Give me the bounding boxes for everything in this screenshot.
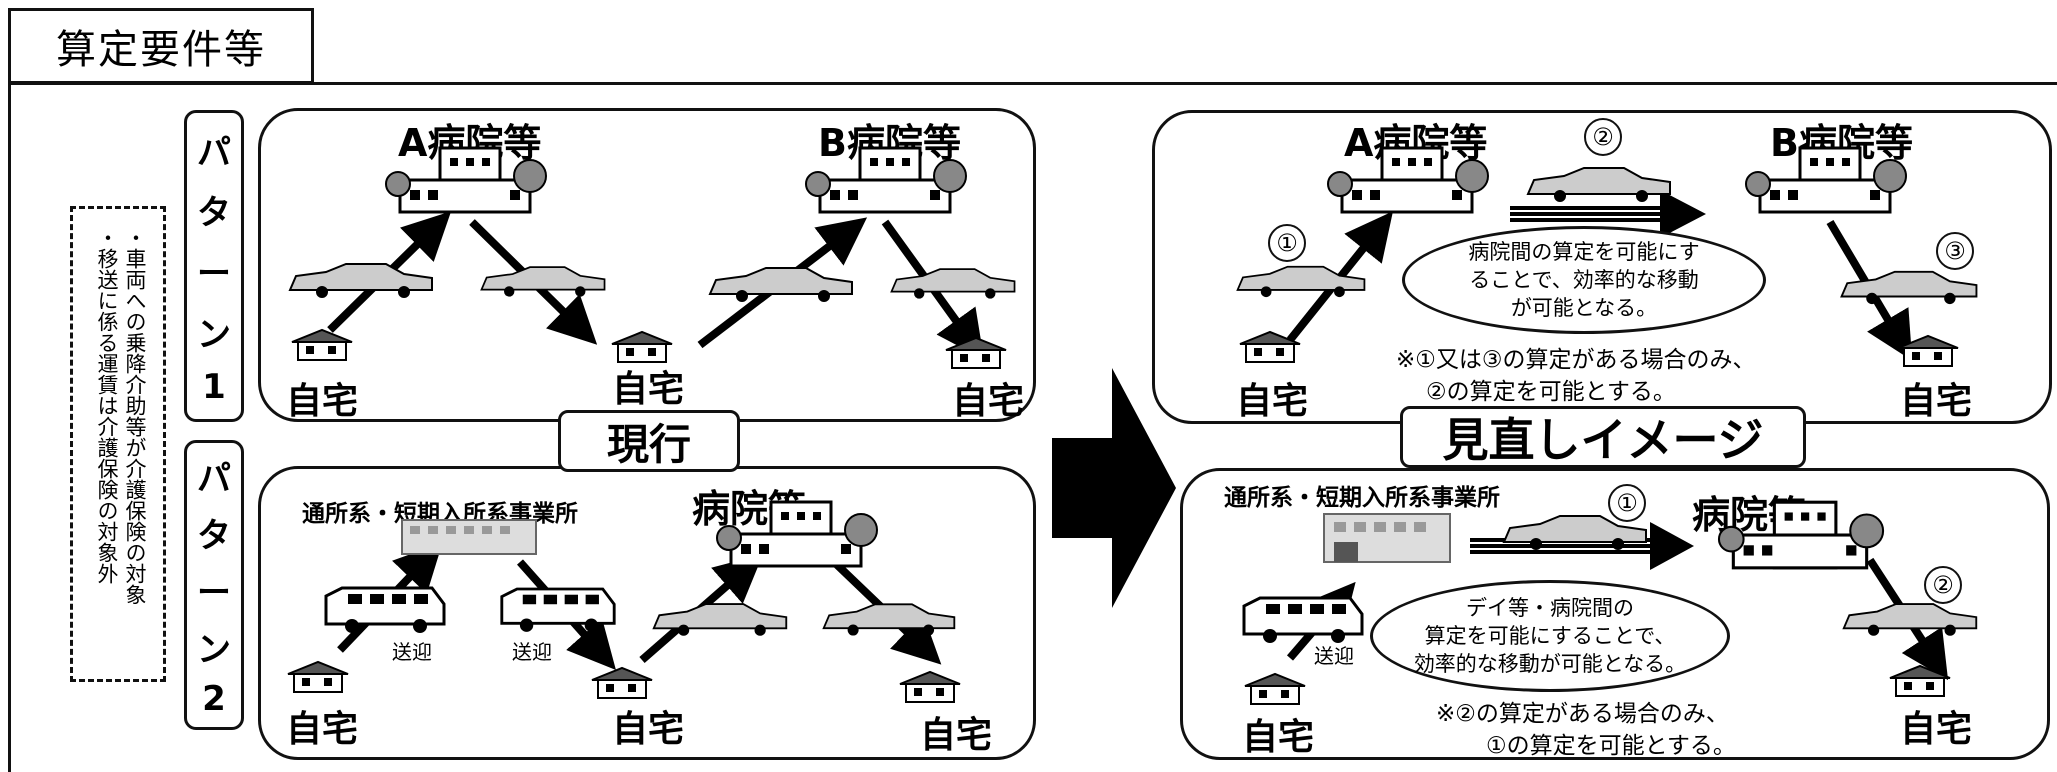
taxi-icon [890,268,1016,299]
current-p2-pickup-1-label: 送迎 [392,640,432,664]
current-p1-home-1-label: 自宅 [286,381,359,422]
hospital-icon [385,146,547,214]
revised-p1-benefit-bubble: 病院間の算定を可能にす ることで、効率的な移動 が可能となる。 [1402,226,1766,334]
hospital-icon [1327,146,1489,214]
bubble-line: 病院間の算定を可能にす [1468,240,1700,264]
taxi-icon [1526,167,1671,202]
side-note: ・車両への乗降介助等が介護保険の対象 ・移送に係る運賃は介護保険の対象外 [70,206,166,682]
hospital-icon [805,146,967,214]
current-p1-home-3-label: 自宅 [952,381,1025,422]
taxi-icon [708,267,853,302]
hospital-icon [1717,500,1885,570]
big-right-arrow-icon [1052,368,1176,608]
day-care-facility-icon [401,519,537,555]
bubble-line: デイ等・病院間の [1466,596,1634,620]
revised-tag: 見直しイメージ [1400,406,1806,468]
taxi-icon [822,603,956,636]
hospital-icon [716,500,878,568]
step-2-marker: ② [1584,118,1622,156]
house-icon [611,330,673,363]
revised-p2-office-label: 通所系・短期入所系事業所 [1224,485,1500,511]
bubble-line: 効率的な移動が可能となる。 [1413,652,1687,676]
revised-p2-condition-note-1: ※②の算定がある場合のみ、 [1436,701,1729,727]
revised-p1-condition-note-1: ※①又は③の算定がある場合のみ、 [1396,347,1756,373]
current-p2-home-2-label: 自宅 [612,709,685,750]
pattern-1-char: ン [197,314,231,355]
house-icon [1239,330,1301,363]
house-icon [591,666,653,699]
house-icon [291,328,353,361]
bubble-line: が可能となる。 [1510,296,1658,320]
house-icon [1897,334,1959,367]
current-tag: 現行 [558,410,740,472]
side-note-line-1: ・車両への乗降介助等が介護保険の対象 [123,227,147,605]
taxi-icon [480,266,606,297]
revised-p2-condition-note-2: ①の算定を可能とする。 [1486,733,1736,759]
revised-p2-home-2-label: 自宅 [1900,709,1973,750]
main-frame [8,82,2057,772]
house-icon [899,670,961,703]
pattern-2-char: タ [197,516,231,556]
revised-p2-pickup-label: 送迎 [1314,644,1354,668]
house-icon [287,660,349,693]
house-icon [945,336,1007,369]
pattern-1-char: ー [197,253,231,294]
hospital-icon [1745,146,1907,214]
taxi-icon [1236,265,1366,298]
revised-p2-benefit-bubble: デイ等・病院間の 算定を可能にすることで、 効率的な移動が可能となる。 [1370,580,1730,692]
step-1-marker: ① [1608,484,1646,522]
pattern-2-char: パ [197,459,231,499]
step-2-marker: ② [1924,566,1962,604]
pattern-1-tab: パ タ ー ン 1 [184,110,244,422]
pattern-1-char: タ [197,193,231,234]
current-p2-pickup-2-label: 送迎 [512,640,552,664]
van-icon [500,587,616,632]
pattern-2-tab: パ タ ー ン 2 [184,440,244,730]
taxi-icon [288,263,433,298]
day-care-facility-icon [1323,513,1451,563]
current-p2-home-3-label: 自宅 [920,715,993,756]
van-icon [324,586,446,633]
house-icon [1889,664,1951,697]
pattern-2-char: ン [197,630,231,670]
current-p1-home-2-label: 自宅 [612,369,685,410]
pattern-2-char: 2 [202,679,226,719]
step-1-marker: ① [1268,224,1306,262]
current-p2-home-1-label: 自宅 [286,709,359,750]
step-3-marker: ③ [1936,232,1974,270]
pattern-1-char: 1 [202,367,226,408]
revised-p1-home-1-label: 自宅 [1236,381,1309,422]
taxi-icon [1502,515,1647,550]
revised-p1-home-2-label: 自宅 [1900,381,1973,422]
bubble-line: ることで、効率的な移動 [1469,268,1699,292]
taxi-icon [1840,270,1978,305]
taxi-icon [1842,603,1978,636]
revised-p2-home-1-label: 自宅 [1242,717,1315,758]
side-note-line-2: ・移送に係る運賃は介護保険の対象外 [95,227,119,584]
revised-p1-condition-note-2: ②の算定を可能とする。 [1426,379,1676,405]
house-icon [1244,672,1306,705]
section-title: 算定要件等 [8,8,314,84]
bubble-line: 算定を可能にすることで、 [1424,624,1676,648]
van-icon [1242,596,1364,643]
pattern-2-char: ー [197,573,231,613]
taxi-icon [652,603,788,636]
pattern-1-char: パ [197,132,231,173]
